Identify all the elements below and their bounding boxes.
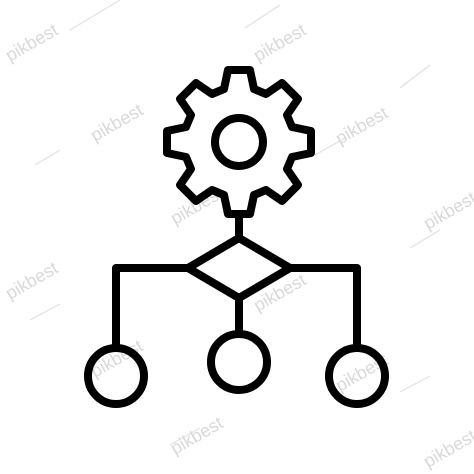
right-branch-line [286, 264, 361, 352]
gear-outline [163, 66, 315, 218]
left-node-circle [84, 344, 148, 408]
decision-diamond-icon [184, 234, 294, 302]
right-node-circle [325, 344, 389, 408]
branch-nodes [84, 330, 389, 408]
gear-icon [163, 66, 315, 218]
center-node-circle [207, 330, 271, 394]
left-branch-line [112, 264, 192, 352]
branch-lines [112, 264, 361, 352]
gear-hub [211, 114, 267, 170]
